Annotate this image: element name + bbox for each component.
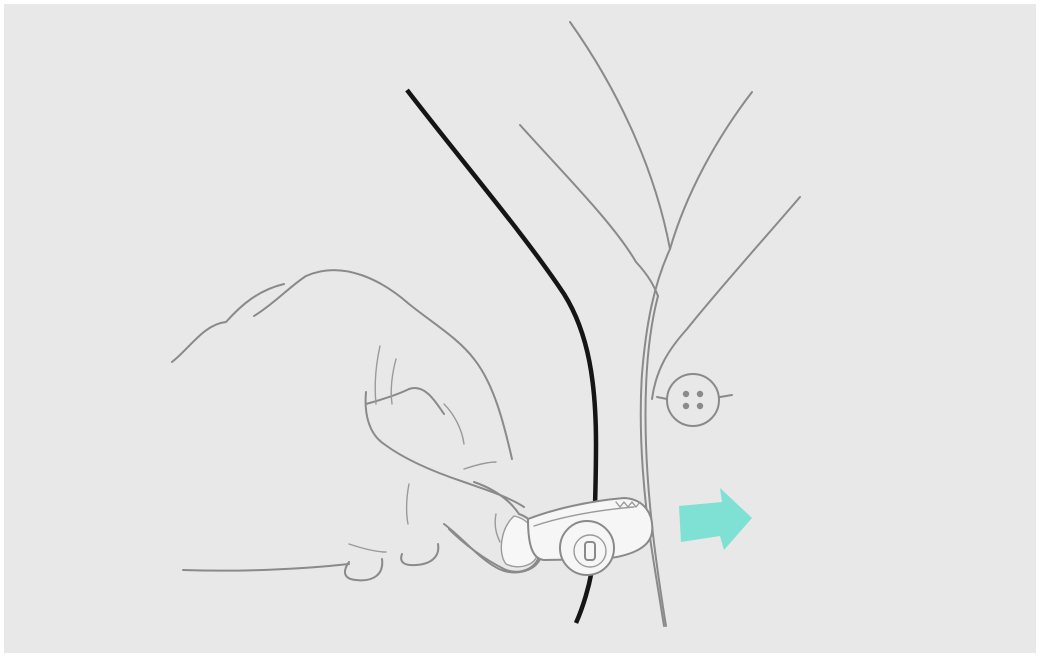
clip-attach-illustration	[171, 21, 801, 627]
hand-icon	[171, 269, 542, 582]
arrow-right-icon	[679, 488, 752, 550]
illustration-panel	[4, 4, 1036, 653]
jacket-icon	[519, 21, 801, 627]
button-icon	[656, 373, 733, 427]
cable-clip-icon	[527, 497, 654, 576]
